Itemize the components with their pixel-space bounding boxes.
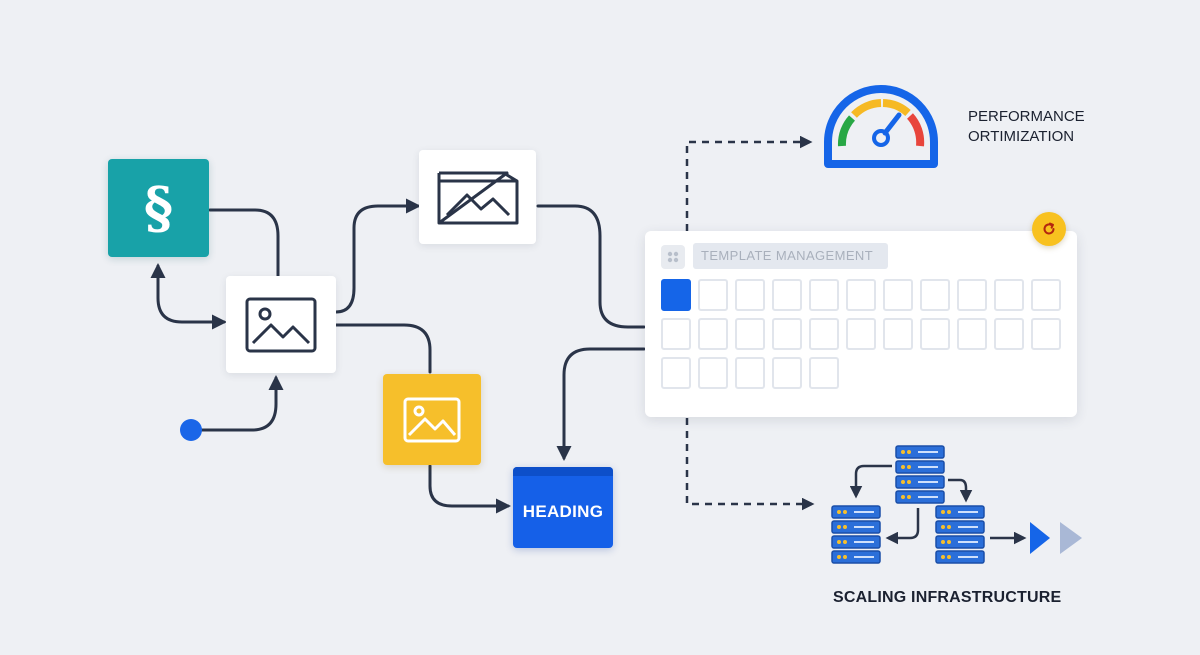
wire-image-to-section-bidirectional	[150, 263, 227, 330]
template-cell[interactable]	[957, 279, 987, 311]
wire-dot-to-image	[198, 375, 284, 432]
panel-title: TEMPLATE MANAGEMENT	[693, 243, 888, 269]
wire-panel-to-heading	[556, 347, 646, 461]
template-cell[interactable]	[1031, 318, 1061, 350]
source-dot[interactable]	[180, 419, 202, 441]
template-cell[interactable]	[735, 279, 765, 311]
template-cell[interactable]	[661, 357, 691, 389]
server-rack-icon	[935, 505, 985, 564]
performance-label-line2: ORTIMIZATION	[968, 128, 1075, 145]
wire-section-to-image	[208, 208, 280, 278]
grid-spacer	[1031, 357, 1061, 389]
grid-app-icon	[661, 245, 685, 269]
section-sign-icon: §	[143, 175, 174, 241]
grid-spacer	[920, 357, 950, 389]
template-cell[interactable]	[920, 279, 950, 311]
template-cell[interactable]	[698, 279, 728, 311]
template-cell[interactable]	[735, 357, 765, 389]
template-cell[interactable]	[772, 357, 802, 389]
server-rack-icon	[831, 505, 881, 564]
wire-yellow-to-heading	[428, 464, 511, 514]
template-cell-selected[interactable]	[661, 279, 691, 311]
speedometer-gauge-icon	[824, 85, 938, 168]
template-grid	[661, 279, 1061, 389]
grid-spacer	[883, 357, 913, 389]
wire-image-to-folder	[334, 198, 421, 314]
dashed-wire-to-scaling	[685, 418, 815, 511]
template-cell[interactable]	[735, 318, 765, 350]
template-cell[interactable]	[920, 318, 950, 350]
dashed-wire-to-performance	[685, 135, 813, 231]
template-cell[interactable]	[772, 318, 802, 350]
scaling-label: SCALING INFRASTRUCTURE	[833, 589, 1062, 606]
heading-label: HEADING	[522, 501, 604, 521]
template-management-panel: TEMPLATE MANAGEMENT	[645, 231, 1077, 417]
image-card[interactable]	[226, 276, 336, 373]
template-cell[interactable]	[846, 318, 876, 350]
image-icon	[245, 297, 317, 352]
template-cell[interactable]	[883, 318, 913, 350]
grid-spacer	[957, 357, 987, 389]
template-cell[interactable]	[994, 279, 1024, 311]
grid-spacer	[994, 357, 1024, 389]
image-folder-card[interactable]	[419, 150, 536, 244]
template-cell[interactable]	[994, 318, 1024, 350]
template-cell[interactable]	[1031, 279, 1061, 311]
template-cell[interactable]	[883, 279, 913, 311]
refresh-button[interactable]	[1032, 212, 1066, 246]
server-rack-icon	[895, 445, 945, 504]
image-icon	[403, 397, 461, 442]
heading-card[interactable]: HEADING	[513, 467, 613, 548]
template-cell[interactable]	[698, 318, 728, 350]
yellow-image-card[interactable]	[383, 374, 481, 465]
image-folder-icon	[437, 171, 518, 225]
wire-image-to-yellow	[334, 323, 432, 374]
wire-folder-to-panel	[536, 204, 646, 329]
template-cell[interactable]	[661, 318, 691, 350]
template-cell[interactable]	[957, 318, 987, 350]
performance-label: PERFORMANCE ORTIMIZATION	[968, 107, 1085, 147]
template-cell[interactable]	[846, 279, 876, 311]
performance-label-line1: PERFORMANCE	[968, 108, 1085, 125]
template-cell[interactable]	[698, 357, 728, 389]
template-cell[interactable]	[809, 279, 839, 311]
heading-card-topbar	[513, 467, 613, 476]
template-cell[interactable]	[809, 357, 839, 389]
grid-spacer	[846, 357, 876, 389]
template-cell[interactable]	[809, 318, 839, 350]
server-stack-icon	[831, 445, 1082, 564]
template-cell[interactable]	[772, 279, 802, 311]
refresh-icon	[1043, 222, 1055, 235]
section-sign-card[interactable]: §	[108, 159, 209, 257]
